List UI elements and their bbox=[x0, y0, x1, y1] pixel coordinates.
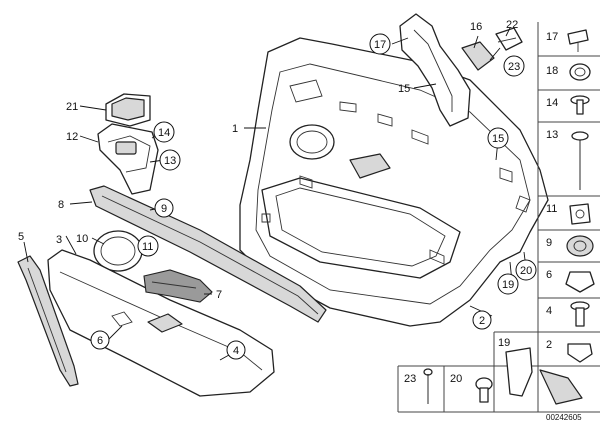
armrest-trim bbox=[47, 249, 275, 397]
callout-14: 14 bbox=[153, 121, 175, 143]
svg-text:2: 2 bbox=[479, 315, 485, 327]
svg-text:13: 13 bbox=[546, 129, 558, 141]
svg-text:1: 1 bbox=[232, 123, 238, 135]
image-id: 00242605 bbox=[546, 413, 582, 422]
svg-text:3: 3 bbox=[56, 234, 62, 246]
pillar-trim bbox=[17, 255, 79, 387]
door-handle bbox=[143, 269, 213, 303]
svg-text:4: 4 bbox=[546, 305, 552, 317]
svg-text:7: 7 bbox=[216, 289, 222, 301]
inner-bracket bbox=[399, 13, 471, 127]
bottom-panel-labels: 23 20 19 bbox=[404, 337, 510, 385]
switch-bezel bbox=[97, 123, 159, 195]
callout-1: 1 bbox=[232, 123, 238, 135]
fastener-9 bbox=[566, 235, 594, 257]
callout-4: 4 bbox=[226, 340, 246, 360]
svg-text:20: 20 bbox=[520, 265, 532, 277]
callout-6: 6 bbox=[90, 330, 110, 350]
callout-8: 8 bbox=[58, 199, 64, 211]
callout-11: 11 bbox=[137, 235, 159, 257]
svg-text:14: 14 bbox=[546, 97, 558, 109]
svg-text:15: 15 bbox=[398, 83, 410, 95]
svg-text:22: 22 bbox=[506, 19, 518, 31]
callout-2: 2 bbox=[472, 310, 492, 330]
svg-text:8: 8 bbox=[58, 199, 64, 211]
fastener-19 bbox=[505, 347, 583, 405]
svg-text:14: 14 bbox=[158, 127, 170, 139]
svg-text:21: 21 bbox=[66, 101, 78, 113]
callouts: 1 2 3 4 5 6 7 8 9 10 bbox=[18, 19, 537, 360]
svg-text:20: 20 bbox=[450, 373, 462, 385]
svg-text:10: 10 bbox=[76, 233, 88, 245]
svg-text:2: 2 bbox=[546, 339, 552, 351]
callout-17: 17 bbox=[369, 33, 391, 55]
svg-text:12: 12 bbox=[66, 131, 78, 143]
fastener-23 bbox=[423, 368, 433, 404]
svg-text:4: 4 bbox=[233, 345, 239, 357]
callout-19: 19 bbox=[497, 273, 519, 295]
fastener-4 bbox=[570, 301, 590, 327]
callout-10: 10 bbox=[76, 233, 88, 245]
switch-unit bbox=[461, 27, 523, 71]
trim-strip bbox=[89, 185, 327, 323]
fastener-11 bbox=[569, 203, 591, 225]
fastener-grid bbox=[397, 22, 600, 413]
svg-text:17: 17 bbox=[546, 31, 558, 43]
svg-text:11: 11 bbox=[546, 203, 557, 215]
callout-5: 5 bbox=[18, 231, 24, 243]
svg-text:23: 23 bbox=[404, 373, 416, 385]
callout-20: 20 bbox=[515, 259, 537, 281]
callout-7: 7 bbox=[216, 289, 222, 301]
svg-text:17: 17 bbox=[374, 39, 386, 51]
svg-text:6: 6 bbox=[546, 269, 552, 281]
side-panel-labels: 17 18 14 13 11 9 6 4 2 bbox=[546, 31, 558, 351]
svg-text:19: 19 bbox=[498, 337, 510, 349]
callout-21: 21 bbox=[66, 101, 78, 113]
svg-text:9: 9 bbox=[546, 237, 552, 249]
callout-15: 15 bbox=[487, 127, 509, 149]
svg-text:15: 15 bbox=[492, 133, 504, 145]
svg-text:16: 16 bbox=[470, 21, 482, 33]
callout-16: 16 bbox=[470, 21, 482, 33]
callout-9: 9 bbox=[154, 198, 174, 218]
svg-text:5: 5 bbox=[18, 231, 24, 243]
fastener-13 bbox=[571, 131, 589, 190]
callout-12: 12 bbox=[66, 131, 78, 143]
fastener-20 bbox=[475, 377, 493, 403]
window-switch-cover bbox=[105, 93, 151, 127]
svg-text:19: 19 bbox=[502, 279, 514, 291]
fastener-2 bbox=[567, 343, 593, 363]
door-trim-panel bbox=[239, 37, 549, 327]
callout-13: 13 bbox=[159, 149, 181, 171]
svg-text:9: 9 bbox=[161, 203, 167, 215]
svg-text:18: 18 bbox=[546, 65, 558, 77]
callout-3: 3 bbox=[56, 234, 62, 246]
svg-text:23: 23 bbox=[508, 61, 520, 73]
svg-text:11: 11 bbox=[142, 241, 153, 253]
callout-15-label: 15 bbox=[398, 83, 410, 95]
svg-text:6: 6 bbox=[97, 335, 103, 347]
svg-text:13: 13 bbox=[164, 155, 176, 167]
fastener-17 bbox=[567, 29, 589, 52]
fastener-6 bbox=[565, 271, 595, 293]
fastener-18 bbox=[569, 63, 591, 81]
fastener-14 bbox=[570, 95, 590, 115]
callout-23: 23 bbox=[503, 55, 525, 77]
callout-22: 22 bbox=[506, 19, 518, 31]
